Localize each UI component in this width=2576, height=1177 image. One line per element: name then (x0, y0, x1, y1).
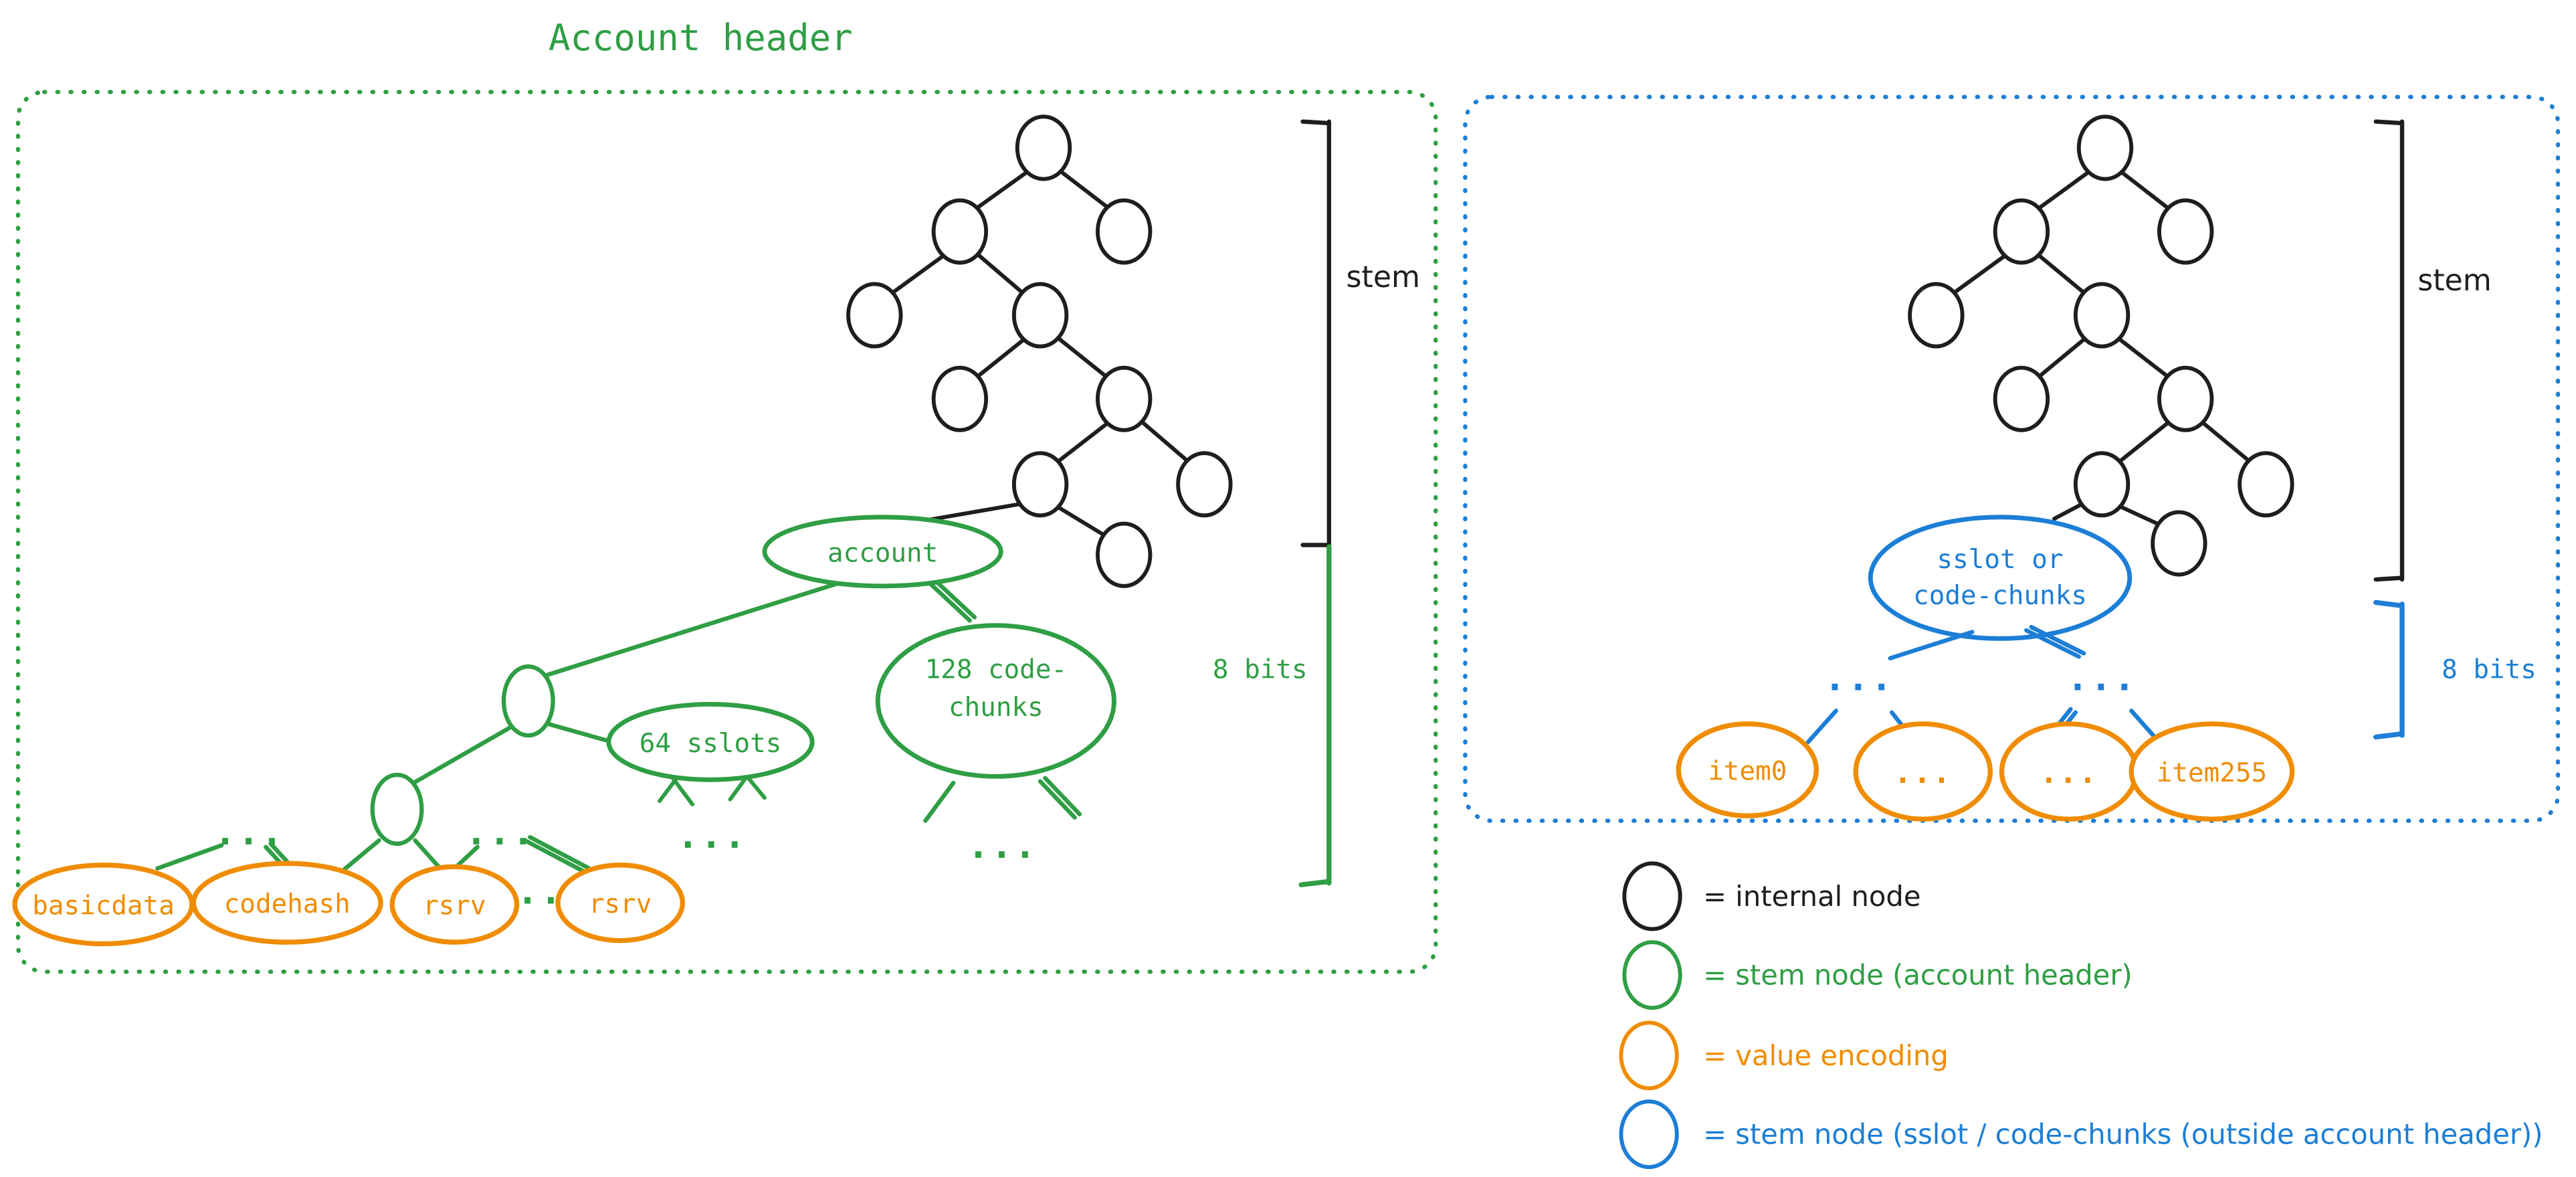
item-node (1676, 721, 1819, 818)
internal-node (1096, 521, 1153, 588)
value-node (389, 864, 520, 945)
stem-bracket-label: stem (2417, 264, 2491, 298)
bits-bracket (2373, 600, 2405, 740)
internal-node (2076, 114, 2134, 181)
internal-node (846, 282, 903, 349)
account-stem-node (762, 515, 1003, 589)
internal-node (1011, 282, 1069, 349)
legend-label: = value encoding (1703, 1039, 1949, 1072)
code-chunks-node-label-line1: 128 code- (925, 654, 1068, 685)
internal-node (1176, 451, 1233, 518)
internal-node (1993, 198, 2050, 265)
sslot-stem-node-label-line1: sslot or (1937, 545, 2064, 575)
legend-label: = stem node (sslot / code-chunks (outsid… (1703, 1118, 2543, 1151)
truncation-marks (658, 754, 767, 806)
stem-bracket (1300, 119, 1332, 549)
item-node-label: ... (2040, 756, 2098, 790)
sslot-code-chunks-panel: sslot or code-chunks ... ... item0 ... .… (1463, 94, 2561, 823)
value-node-label: rsrv (423, 891, 486, 921)
internal-node (1096, 198, 1153, 265)
internal-node (1096, 365, 1153, 432)
item-node (2128, 721, 2295, 822)
sslot-stem-node (1868, 515, 2133, 641)
bits-bracket-label: 8 bits (2442, 654, 2537, 685)
internal-node (2157, 365, 2214, 432)
internal-node (1908, 282, 1965, 349)
ellipsis-dots: ... (677, 814, 747, 856)
bits-bracket-label: 8 bits (1213, 654, 1308, 685)
stem-bracket (2373, 119, 2405, 582)
legend-value-encoding-icon (1619, 1020, 1679, 1091)
left-stem-subtree: account 128 code- chunks 64 sslots ... .… (155, 515, 1116, 913)
ellipsis-dots: ... (967, 824, 1037, 867)
right-item-row: item0 ... ... item255 (1676, 721, 2295, 822)
internal-node (1993, 365, 2050, 432)
internal-node (2157, 198, 2214, 265)
panel-title: Account header (549, 17, 853, 59)
account-header-panel: Account header account 128 code- c (12, 17, 1438, 974)
left-internal-tree (846, 114, 1233, 588)
internal-node (931, 198, 989, 265)
left-brackets: stem 8 bits (1213, 119, 1420, 887)
legend: = internal node = stem node (account hea… (1619, 861, 2543, 1170)
ellipsis-dots: ... (2067, 657, 2137, 699)
internal-node (931, 365, 989, 432)
right-stem-subtree: sslot or code-chunks ... ... (1805, 515, 2160, 746)
item-node (1853, 721, 1993, 822)
right-internal-tree (1908, 114, 2294, 577)
sslot-panel-border (1463, 94, 2561, 823)
value-node (191, 861, 383, 945)
legend-internal-node-icon (1622, 861, 1682, 931)
code-chunks-node-label-line2: chunks (949, 693, 1044, 723)
legend-sslot-stem-node-icon (1619, 1099, 1679, 1170)
internal-node (1015, 114, 1072, 181)
stem-node-small (370, 772, 424, 846)
item-node-label: ... (1894, 756, 1952, 790)
value-node (555, 863, 686, 943)
legend-stem-node-icon (1622, 940, 1682, 1010)
value-node-label: rsrv (589, 889, 652, 919)
right-brackets: stem 8 bits (2373, 119, 2537, 740)
ellipsis-dots: ... (1824, 657, 1894, 699)
right-tree-edges (1950, 169, 2252, 528)
ellipsis-dots: ... (214, 811, 284, 853)
item-node-label: item0 (1708, 756, 1787, 786)
stem-node-small (501, 664, 555, 738)
stem-subtree-edges (155, 569, 1082, 876)
account-header-panel-border (15, 90, 1438, 974)
item-node-label: item255 (2157, 758, 2267, 788)
legend-label: = internal node (1703, 880, 1920, 913)
left-value-row: basicdata codehash rsrv rsrv (12, 861, 686, 947)
sslot-stem-node-label-line2: code-chunks (1913, 581, 2087, 611)
sslots-node (606, 701, 815, 782)
internal-node (2073, 451, 2131, 518)
bits-bracket (1298, 544, 1332, 887)
code-chunks-node (875, 623, 1116, 779)
internal-node (2151, 510, 2207, 577)
left-tree-edges (888, 169, 1190, 537)
account-stem-node-label: account (827, 538, 938, 568)
stem-bracket-label: stem (1347, 260, 1420, 294)
internal-node (2073, 282, 2131, 349)
value-node-label: basicdata (32, 891, 175, 921)
value-node-label: codehash (224, 889, 351, 919)
sslots-node-label: 64 sslots (639, 729, 782, 759)
legend-label: = stem node (account header) (1703, 959, 2133, 992)
internal-node (2238, 451, 2294, 518)
internal-node (1011, 451, 1069, 518)
ellipsis-dots: ... (466, 811, 536, 853)
